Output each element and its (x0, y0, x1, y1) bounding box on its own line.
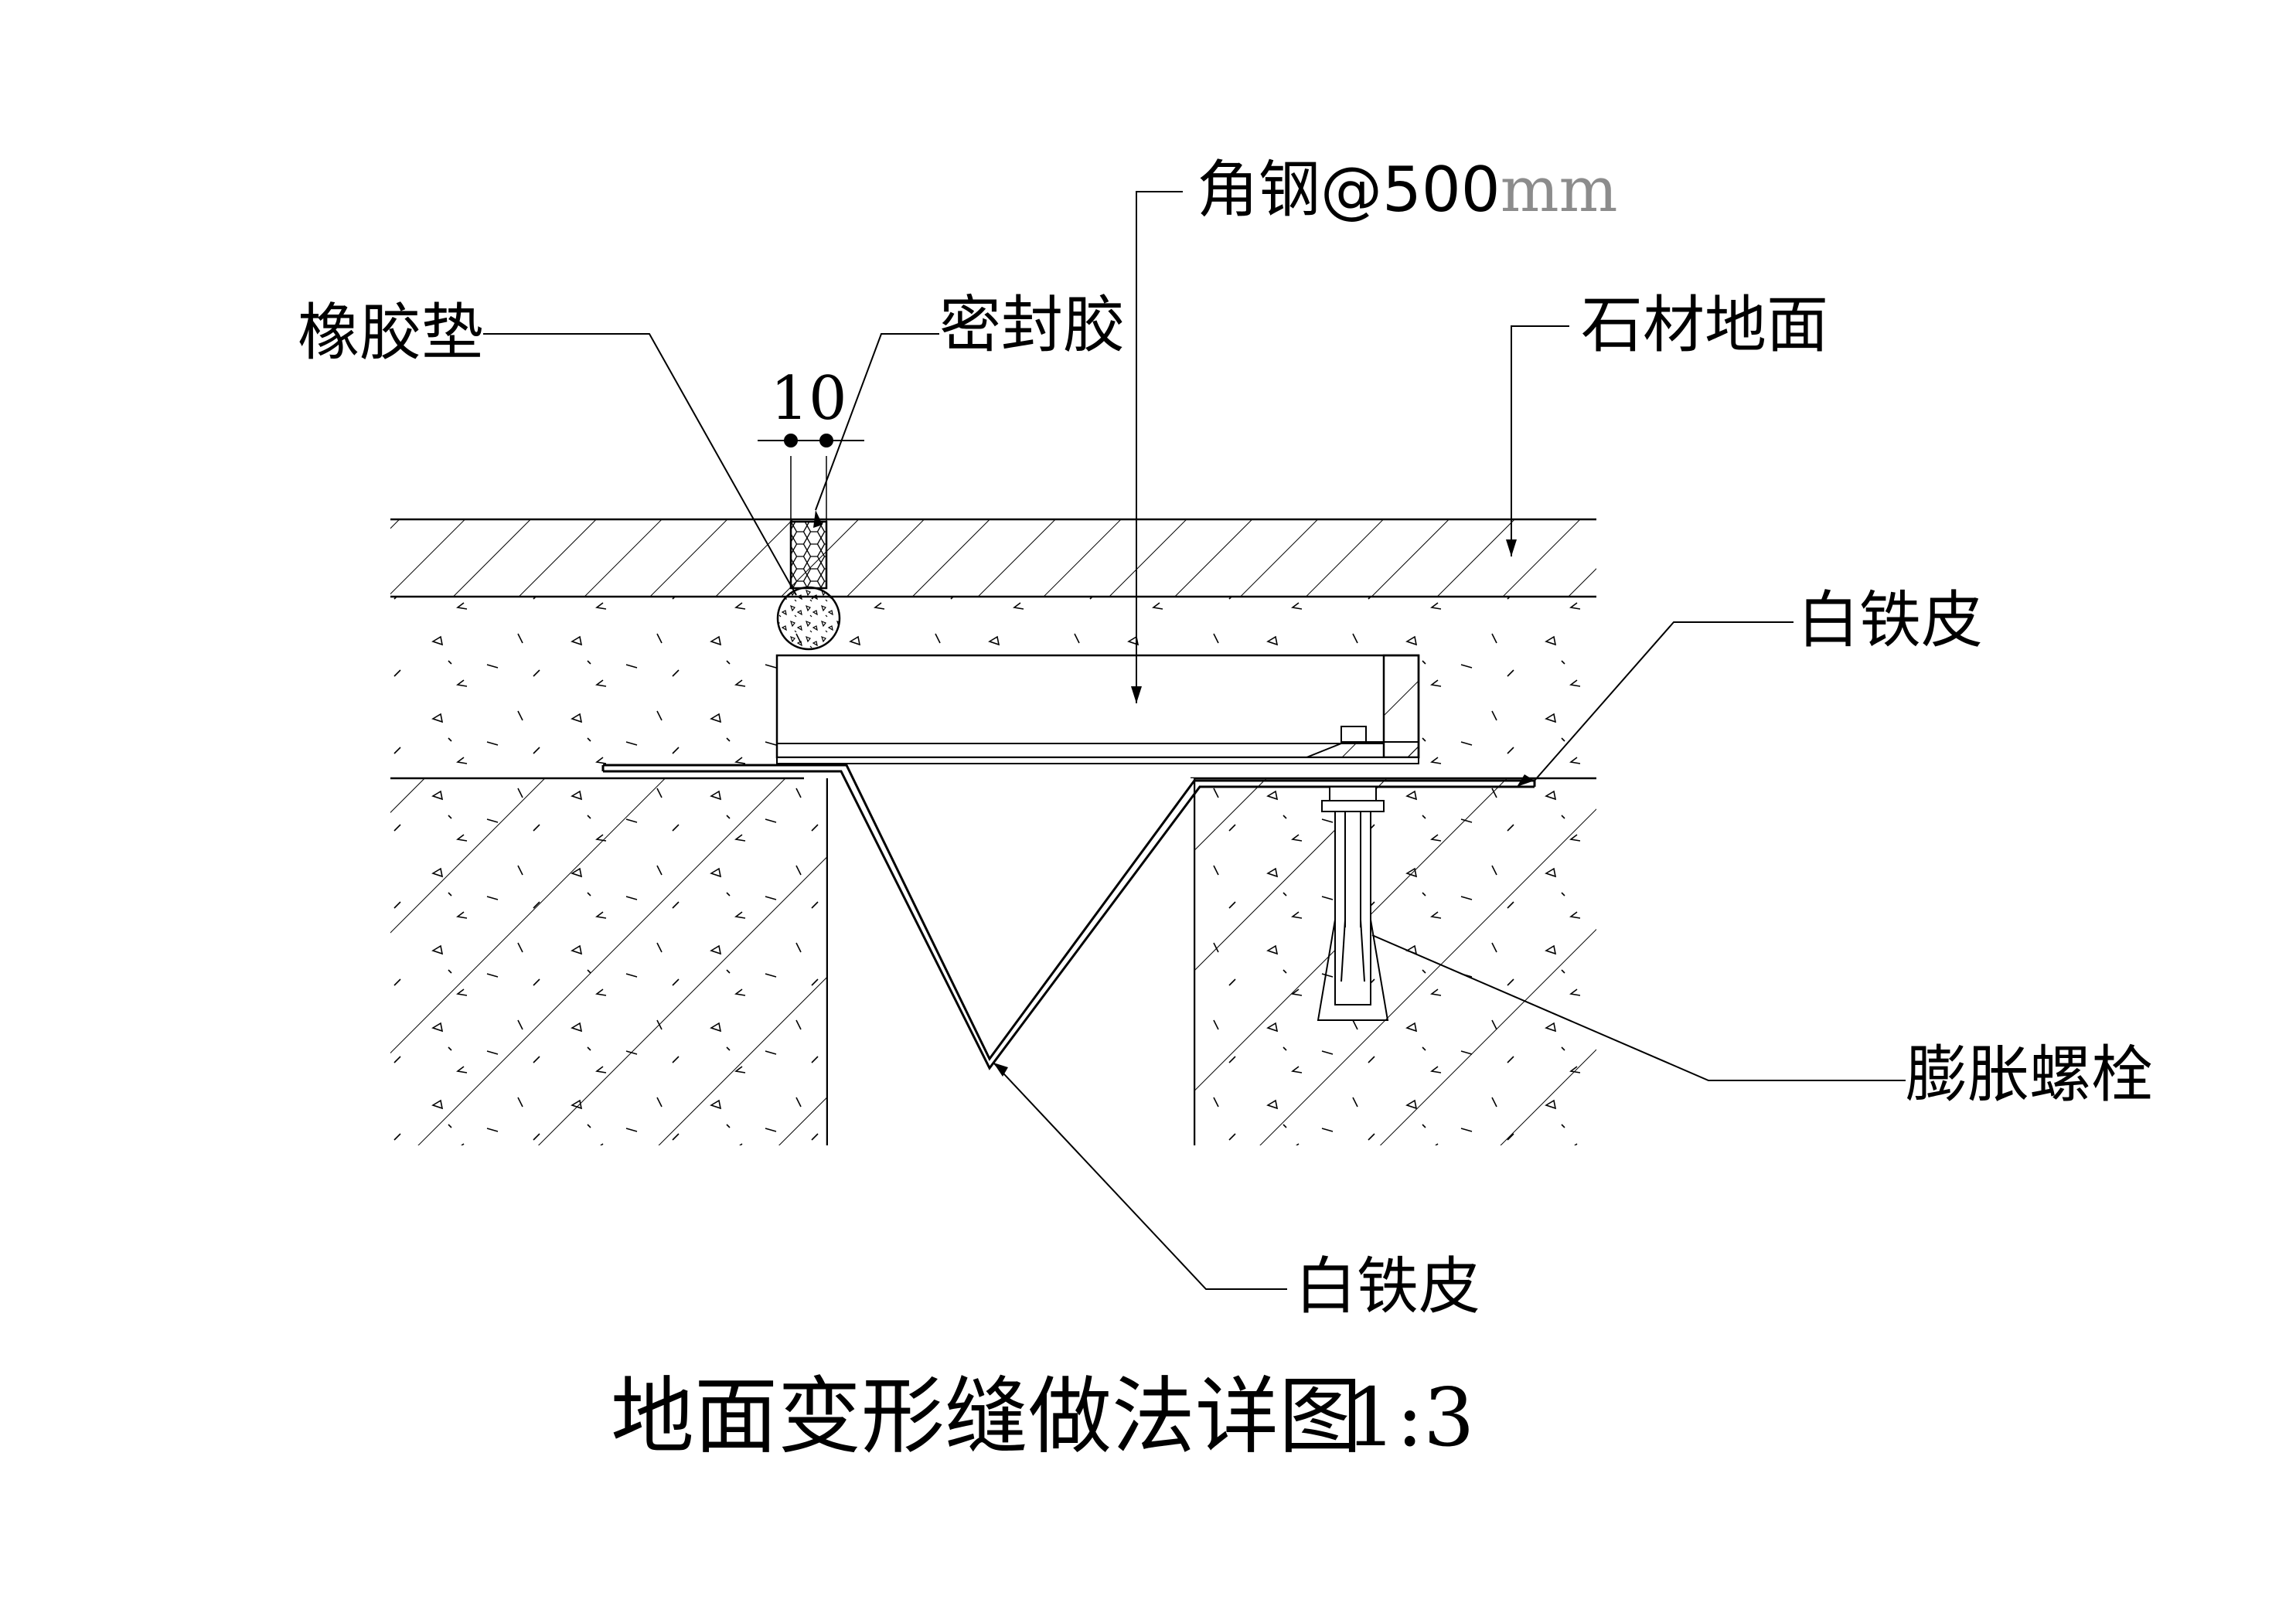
joint-gap (828, 778, 1194, 1149)
concrete-substrate-left (390, 778, 829, 1145)
drawing-title: 地面变形缝做法详图 (611, 1369, 1362, 1465)
leader-white-iron-bottom (993, 1062, 1287, 1290)
label-angle-steel-unit: mm (1501, 154, 1618, 226)
rubber-pad (776, 586, 841, 651)
white-iron-sheet (601, 764, 1536, 1070)
concrete-substrate-right (1193, 778, 1596, 1145)
leader-rubber-pad (483, 333, 797, 596)
label-angle-steel: 角钢@500mm (1197, 154, 1617, 226)
leader-arrowheads (813, 510, 1535, 1077)
label-white-iron-bottom: 白铁皮 (1295, 1250, 1480, 1322)
sealant-fill (789, 520, 828, 590)
drawing-scale: 1:3 (1345, 1370, 1474, 1465)
label-sealant: 密封胶 (939, 289, 1125, 361)
label-stone-floor: 石材地面 (1581, 289, 1828, 361)
leader-stone-floor (1511, 325, 1569, 556)
leader-white-iron-top (1534, 621, 1794, 781)
label-white-iron-top: 白铁皮 (1797, 584, 1983, 656)
dimension-dot-left (784, 434, 798, 447)
leader-angle-steel (1136, 191, 1183, 703)
gap-dimension-value: 10 (770, 364, 847, 434)
leader-lines (483, 191, 1906, 1290)
dimension-dot-right (819, 434, 833, 447)
leader-sealant (815, 333, 939, 511)
gap-dimension (758, 434, 864, 522)
label-rubber-pad: 橡胶垫 (298, 297, 483, 369)
stone-floor-layer (390, 518, 1596, 598)
expansion-bolt (1317, 786, 1389, 1021)
leader-expansion-bolt (1371, 934, 1906, 1081)
label-expansion-bolt: 膨胀螺栓 (1906, 1039, 2153, 1111)
angle-steel (775, 654, 1420, 764)
